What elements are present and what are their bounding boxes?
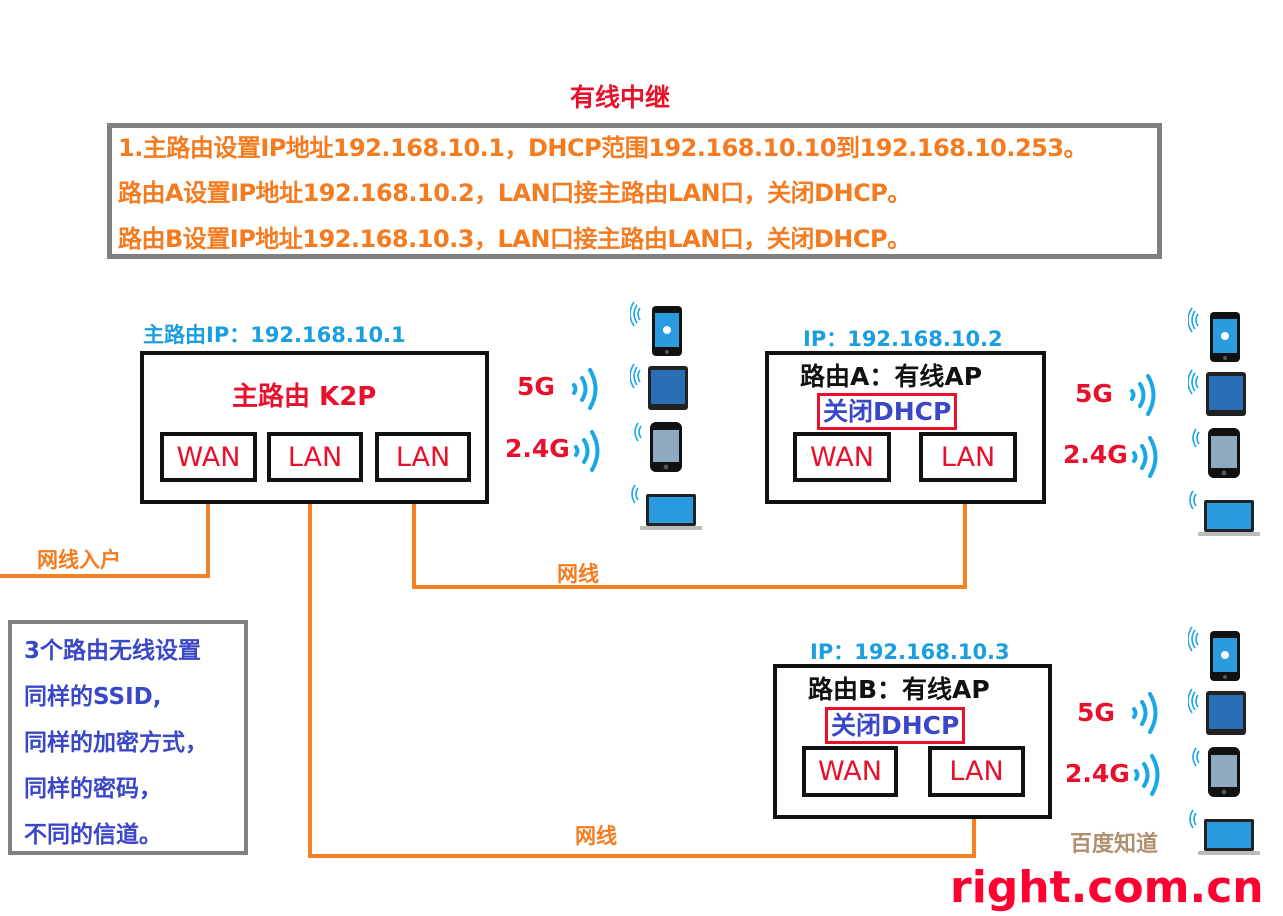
phone-icon <box>630 420 710 478</box>
wire-a-label: 网线 <box>557 562 599 586</box>
wire-incoming-label: 网线入户 <box>37 548 121 572</box>
main-router-name: 主路由 K2P <box>232 382 377 412</box>
wire-a-down <box>412 481 416 589</box>
watermark-site: right.com.cn <box>950 862 1264 913</box>
wire-b-down <box>308 481 312 858</box>
note-main-router: 1.主路由设置IP地址192.168.10.1，DHCP范围192.168.10… <box>118 134 1088 162</box>
diagram-title: 有线中继 <box>569 83 670 112</box>
band-5g-main: 5G <box>517 372 555 401</box>
tablet-icon <box>629 362 710 416</box>
wifi-signal-icon <box>1128 434 1162 484</box>
router-b-dhcp-off: 关闭DHCP <box>825 707 966 744</box>
wire-b-up <box>972 795 976 858</box>
router-a-lan-port: LAN <box>919 432 1017 482</box>
router-a-ip: IP：192.168.10.2 <box>803 327 1003 351</box>
router-b-wan-port: WAN <box>802 746 898 797</box>
router-b-lan-port: LAN <box>928 746 1025 797</box>
wifi-signal-icon <box>1130 752 1164 802</box>
laptop-icon <box>1188 488 1268 542</box>
band-24g-a: 2.4G <box>1063 440 1128 469</box>
watermark-baidu: 百度知道 <box>1070 832 1159 857</box>
wifi-signal-icon <box>570 428 604 478</box>
wire-b-label: 网线 <box>575 824 617 848</box>
router-a-dhcp-off: 关闭DHCP <box>817 393 958 430</box>
wire-incoming-horizontal <box>0 574 210 578</box>
iphone-icon <box>1187 306 1268 368</box>
note-router-b: 路由B设置IP地址192.168.10.3，LAN口接主路由LAN口，关闭DHC… <box>118 225 911 253</box>
config-notes-box <box>107 123 1162 259</box>
side-note: 3个路由无线设置 <box>24 638 202 664</box>
tablet-icon <box>1187 368 1268 422</box>
side-note: 同样的加密方式， <box>24 730 208 756</box>
main-router-ip: 主路由IP：192.168.10.1 <box>143 323 406 347</box>
side-note: 同样的密码， <box>24 776 162 802</box>
router-a-wan-port: WAN <box>793 432 891 482</box>
iphone-icon <box>1187 625 1268 687</box>
wire-b-horizontal <box>308 854 976 858</box>
phone-icon <box>1188 745 1268 803</box>
wifi-signal-icon <box>568 366 602 416</box>
band-24g-b: 2.4G <box>1065 759 1130 788</box>
laptop-icon <box>1188 807 1268 861</box>
main-lan-port-1: LAN <box>267 432 363 482</box>
wire-a-up <box>963 481 967 589</box>
wireless-settings-box <box>8 620 248 855</box>
note-router-a: 路由A设置IP地址192.168.10.2，LAN口接主路由LAN口，关闭DHC… <box>118 179 911 207</box>
iphone-icon <box>629 300 710 362</box>
laptop-icon <box>630 482 710 536</box>
tablet-icon <box>1187 687 1268 741</box>
main-wan-port: WAN <box>160 432 257 482</box>
router-b-name: 路由B：有线AP <box>808 675 990 704</box>
router-b-ip: IP：192.168.10.3 <box>810 640 1010 664</box>
wifi-signal-icon <box>1128 690 1162 740</box>
band-5g-b: 5G <box>1077 698 1115 727</box>
wifi-signal-icon <box>1126 372 1160 422</box>
main-lan-port-2: LAN <box>375 432 471 482</box>
side-note: 同样的SSID, <box>24 684 162 710</box>
router-a-name: 路由A：有线AP <box>800 362 983 391</box>
wire-a-horizontal <box>412 585 967 589</box>
band-5g-a: 5G <box>1075 379 1113 408</box>
side-note: 不同的信道。 <box>24 822 162 848</box>
band-24g-main: 2.4G <box>505 434 570 463</box>
wire-incoming-vertical <box>206 481 210 578</box>
phone-icon <box>1188 426 1268 484</box>
